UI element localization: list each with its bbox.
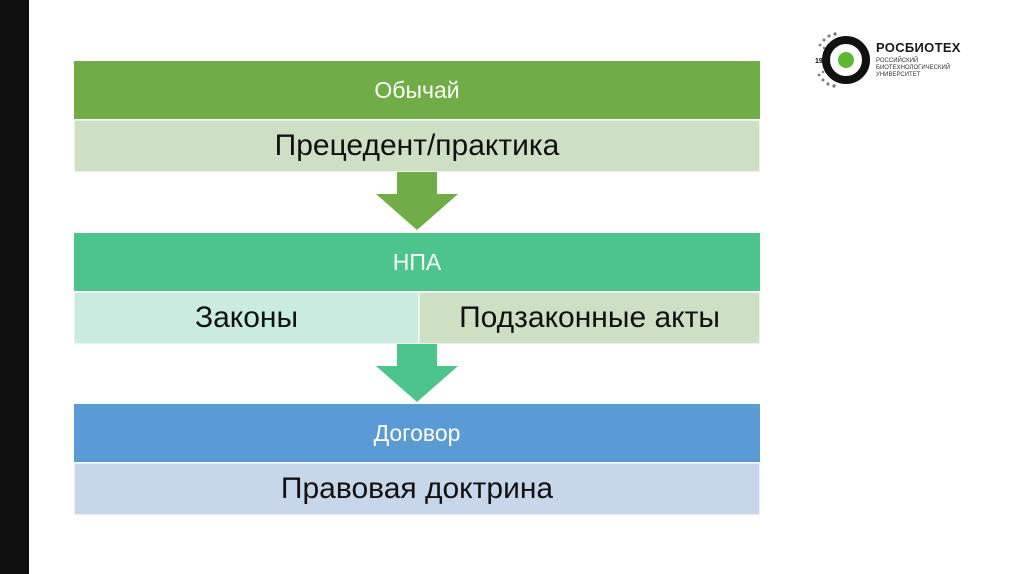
contract-block: Договор Правовая доктрина bbox=[74, 404, 760, 515]
custom-header-label: Обычай bbox=[374, 76, 460, 103]
laws-box: Законы bbox=[74, 292, 419, 344]
logo-year: 1930 bbox=[815, 58, 831, 65]
left-edge-bar bbox=[0, 0, 29, 574]
logo-subtitle: Российский биотехнологический университе… bbox=[876, 58, 951, 78]
bylaws-label: Подзаконные акты bbox=[459, 301, 720, 334]
logo-title: РОСБИОТЕХ bbox=[876, 40, 961, 55]
contract-header-label: Договор bbox=[373, 419, 461, 446]
npa-header: НПА bbox=[74, 233, 760, 291]
precedent-practice-label: Прецедент/практика bbox=[274, 129, 560, 162]
custom-header: Обычай bbox=[74, 61, 760, 119]
custom-block: Обычай Прецедент/практика bbox=[74, 61, 760, 172]
npa-header-label: НПА bbox=[392, 248, 442, 275]
npa-block: НПА Законы Подзаконные акты bbox=[74, 233, 760, 344]
legal-doctrine-box: Правовая доктрина bbox=[74, 463, 760, 515]
legal-doctrine-label: Правовая доктрина bbox=[280, 472, 554, 505]
bylaws-box: Подзаконные акты bbox=[419, 292, 760, 344]
precedent-practice-box: Прецедент/практика bbox=[74, 120, 760, 172]
rosbiotech-emblem-icon: 1930 bbox=[815, 32, 870, 88]
contract-header: Договор bbox=[74, 404, 760, 462]
down-arrow-1 bbox=[376, 172, 458, 230]
down-arrow-2 bbox=[376, 344, 458, 402]
laws-label: Законы bbox=[194, 301, 299, 334]
rosbiotech-logo: 1930 РОСБИОТЕХ Российский биотехнологиче… bbox=[814, 31, 986, 89]
